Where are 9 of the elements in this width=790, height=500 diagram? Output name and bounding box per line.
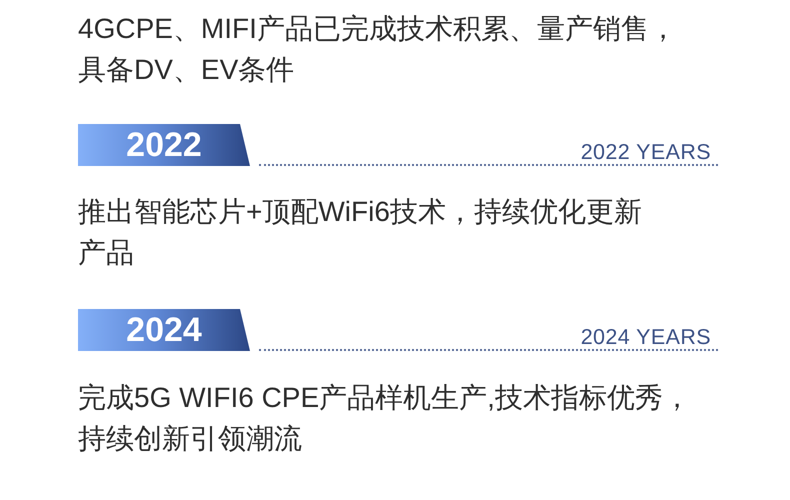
year-banner	[78, 309, 250, 351]
paragraph-text: 完成5G WIFI6 CPE产品样机生产,技术指标优秀，持续创新引领潮流	[78, 381, 692, 456]
year-banner	[78, 124, 250, 166]
year-caption: 2024 YEARS	[580, 325, 711, 349]
year-label: 2022	[126, 126, 202, 164]
paragraph-text: 4GCPE、MIFI产品已完成技术积累、量产销售，具备DV、EV条件	[78, 12, 678, 87]
paragraph-text: 推出智能芯片+顶配WiFi6技术，持续优化更新产品	[78, 195, 643, 270]
year-caption: 2022 YEARS	[580, 140, 711, 164]
year-label: 2024	[126, 311, 202, 349]
